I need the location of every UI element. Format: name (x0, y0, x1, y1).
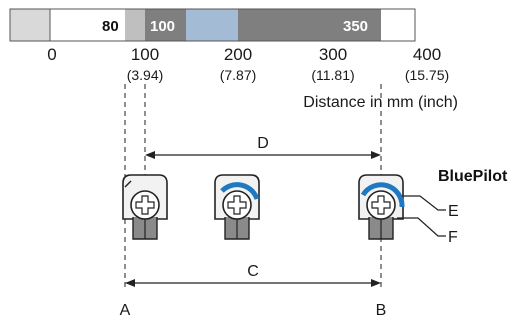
range-min-label: 80 (102, 18, 119, 35)
dimension-c: C (125, 263, 381, 287)
dimension-c-label: C (247, 263, 259, 280)
scale-ticks: 0 100 (3.94) 200 (7.87) 300 (11.81) 400 … (47, 45, 458, 111)
tick-100-inch: (3.94) (127, 67, 164, 83)
point-a-label: A (120, 302, 131, 319)
leader-lines (397, 195, 446, 237)
dimension-d: D (145, 135, 381, 159)
tick-400-mm: 400 (413, 45, 441, 64)
bluepilot-label: BluePilot (438, 168, 508, 185)
tick-100-mm: 100 (131, 45, 159, 64)
leader-e (402, 195, 446, 211)
tick-200-inch: (7.87) (220, 67, 257, 83)
tick-300-mm: 300 (319, 45, 347, 64)
sensor-knob-middle-icon (214, 174, 260, 240)
range-scale-bar: 80 100 350 (9, 8, 416, 42)
blind-zone-segment (9, 8, 51, 42)
callout-e-label: E (448, 203, 459, 220)
point-b-label: B (376, 302, 387, 319)
sensor-knob-right-icon (358, 174, 405, 240)
tick-300-inch: (11.81) (311, 67, 354, 83)
sensor-knob-left-icon (122, 174, 168, 240)
range-segment-right (238, 9, 381, 41)
tick-200-mm: 200 (224, 45, 252, 64)
range-highlight-segment (186, 9, 238, 41)
range-end-label: 350 (343, 18, 368, 35)
dimension-d-label: D (257, 135, 269, 152)
leader-f (397, 217, 446, 237)
callout-f-label: F (448, 229, 458, 246)
tick-0-mm: 0 (47, 45, 56, 64)
range-start-label: 100 (150, 18, 175, 35)
min-range-segment (125, 9, 145, 41)
tick-400-inch: (15.75) (405, 67, 449, 83)
